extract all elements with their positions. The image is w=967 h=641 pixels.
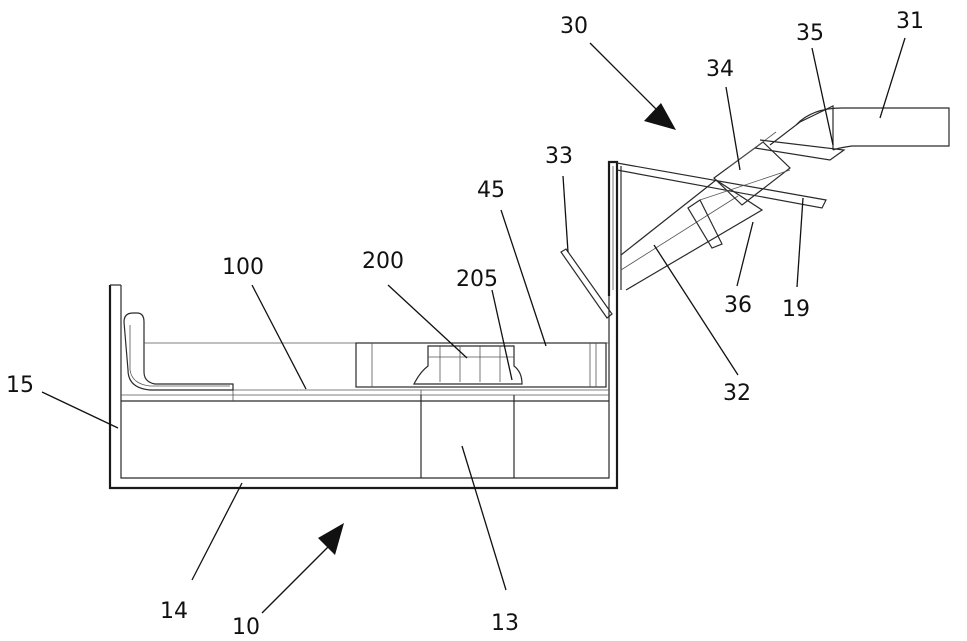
arrow-30-shaft <box>590 43 660 113</box>
housing-45 <box>356 343 606 387</box>
nozzle-assembly <box>617 106 949 290</box>
component-45 <box>356 343 606 387</box>
chute-32 <box>621 180 762 290</box>
label-31: 31 <box>896 9 924 34</box>
label-45: 45 <box>477 178 505 203</box>
label-200: 200 <box>362 249 404 274</box>
pipe-outer <box>124 313 233 390</box>
label-33: 33 <box>545 144 573 169</box>
arrow-30-head <box>644 103 676 130</box>
label-100: 100 <box>222 255 264 280</box>
arrow-10-head <box>318 523 344 555</box>
leader-14 <box>192 483 242 580</box>
leader-19 <box>797 198 803 287</box>
leader-31 <box>880 38 905 118</box>
leader-205 <box>492 290 512 380</box>
leader-33 <box>563 176 568 252</box>
leader-34 <box>726 87 740 170</box>
direction-arrows <box>262 43 676 613</box>
leader-13 <box>462 446 506 590</box>
leader-lines <box>42 38 905 590</box>
leader-36 <box>737 222 753 286</box>
label-13: 13 <box>491 611 519 636</box>
pipe-100 <box>124 313 609 390</box>
door-33 <box>561 249 612 318</box>
leader-15 <box>42 392 118 428</box>
label-15: 15 <box>6 373 34 398</box>
label-30: 30 <box>560 14 588 39</box>
bracket-brace <box>700 170 790 200</box>
leader-100 <box>252 285 306 389</box>
label-35: 35 <box>796 21 824 46</box>
label-19: 19 <box>782 297 810 322</box>
pipe-31 <box>796 108 949 150</box>
nozzle-neck <box>770 106 833 150</box>
leader-35 <box>812 48 833 145</box>
right-wall <box>561 162 621 318</box>
label-34: 34 <box>706 57 734 82</box>
label-10: 10 <box>232 615 260 640</box>
leader-45 <box>501 210 546 346</box>
arrow-10-shaft <box>262 543 332 613</box>
label-205: 205 <box>456 267 498 292</box>
label-32: 32 <box>723 381 751 406</box>
label-14: 14 <box>160 599 188 624</box>
plate-35 <box>755 140 844 160</box>
label-36: 36 <box>724 293 752 318</box>
